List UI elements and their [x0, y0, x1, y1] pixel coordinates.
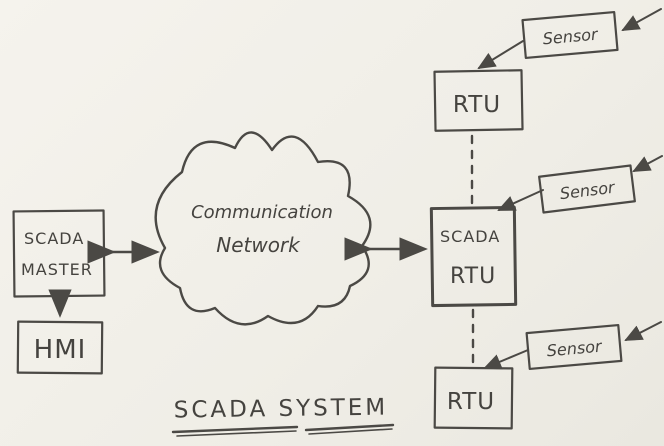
communication-network-node: Communication Network — [154, 131, 372, 326]
hmi-node: HMI — [16, 320, 104, 375]
arrow-sensor-middle-to-scada-rtu — [497, 189, 544, 211]
sensor-bottom-node: Sensor — [525, 323, 623, 371]
scada-rtu-label-line1: SCADA — [440, 227, 500, 246]
scada-rtu-node: SCADA RTU — [429, 205, 518, 308]
scada-master-label-line1: SCADA — [24, 229, 84, 248]
rtu-bottom-label: RTU — [447, 389, 495, 415]
sensor-top-label: Sensor — [542, 25, 600, 49]
scada-rtu-box — [429, 205, 518, 308]
title-underline-word1-double — [176, 430, 297, 437]
sensor-top-box — [521, 10, 619, 60]
sensor-middle-box — [538, 164, 636, 214]
title-underline-word2-double — [308, 428, 393, 435]
hmi-box — [16, 320, 104, 375]
title-underline-word2 — [304, 423, 395, 432]
rtu-top-label: RTU — [453, 92, 501, 118]
scada-master-node: SCADA MASTER — [12, 209, 106, 298]
arrow-into-sensor-bottom — [624, 321, 662, 341]
arrow-sensor-top-to-rtu — [477, 40, 524, 70]
sensor-middle-label: Sensor — [559, 178, 617, 204]
sensor-top-node: Sensor — [521, 10, 619, 60]
cloud-label-line2: Network — [216, 233, 301, 257]
sensor-middle-node: Sensor — [538, 164, 636, 214]
sensor-bottom-label: Sensor — [546, 337, 604, 361]
cloud-shape — [154, 131, 372, 326]
arrow-sensor-bottom-to-rtu — [483, 349, 529, 370]
rtu-top-node: RTU — [433, 69, 524, 132]
arrow-into-sensor-top — [621, 8, 662, 31]
diagram-title: SCADA SYSTEM — [171, 395, 395, 437]
scada-master-label-line2: MASTER — [21, 260, 93, 279]
scada-rtu-label-line2: RTU — [450, 264, 496, 289]
title-underline-word1 — [171, 425, 299, 434]
rtu-bottom-box — [433, 366, 514, 430]
rtu-top-box — [433, 69, 524, 132]
arrow-into-sensor-middle — [632, 155, 663, 172]
diagram-title-text: SCADA SYSTEM — [174, 395, 389, 424]
rtu-bottom-node: RTU — [433, 366, 514, 430]
scada-master-box — [12, 209, 106, 298]
hmi-label: HMI — [34, 335, 87, 365]
cloud-label-line1: Communication — [191, 202, 333, 223]
